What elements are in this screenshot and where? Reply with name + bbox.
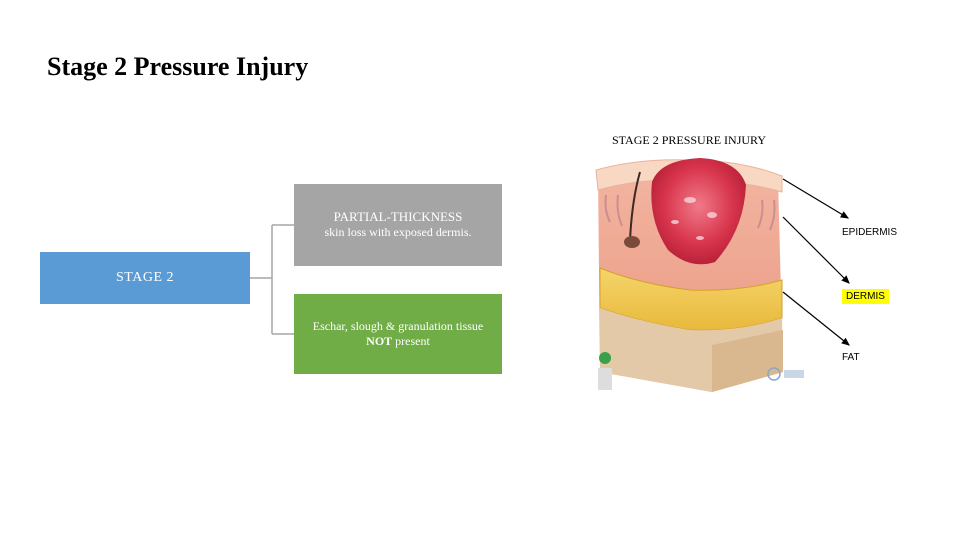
dermis-label: DERMIS <box>842 289 889 304</box>
epidermis-label: EPIDERMIS <box>842 227 897 238</box>
arrow-epidermis <box>783 179 848 218</box>
arrow-fat <box>783 292 849 345</box>
fat-label: FAT <box>842 352 860 363</box>
arrow-dermis <box>783 217 849 283</box>
